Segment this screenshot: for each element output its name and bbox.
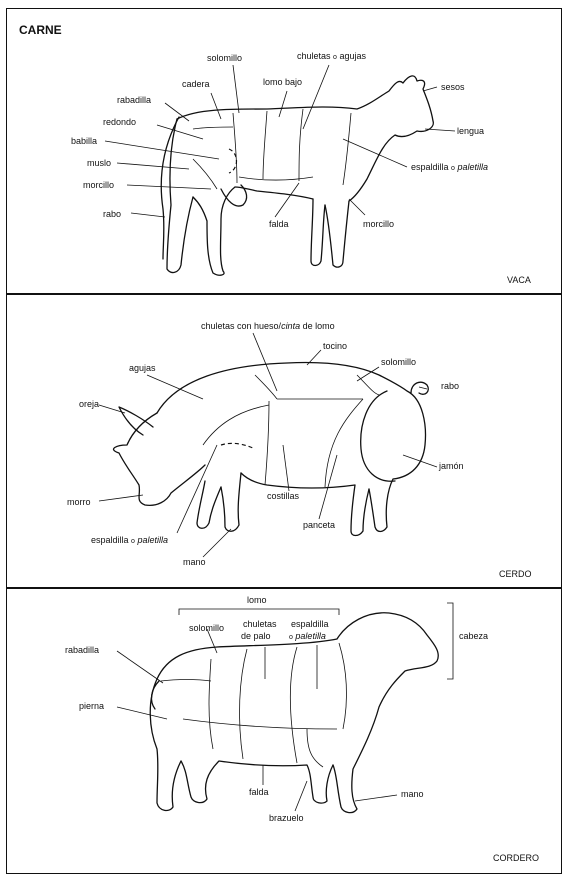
- label-cordero-espaldilla: espaldilla: [291, 619, 329, 629]
- label-cerdo-tocino: tocino: [323, 341, 348, 351]
- label-vaca-morcillo-delantero: morcillo: [363, 219, 395, 229]
- label-vaca-espaldilla-paletilla: espaldilla o paletilla: [411, 162, 488, 172]
- label-cordero-cabeza: cabeza: [459, 631, 489, 641]
- lamb-tail: [150, 680, 160, 710]
- label-cerdo: CERDO: [499, 569, 532, 579]
- label-vaca: VACA: [507, 275, 531, 285]
- cow-body-outline: [176, 75, 434, 202]
- panel-cordero: lomo solomillo chuletas de palo espaldil…: [6, 588, 562, 874]
- label-cordero-rabadilla: rabadilla: [65, 645, 100, 655]
- label-vaca-chuletas-agujas: chuletas o agujas: [297, 51, 366, 61]
- pig-tail: [410, 381, 429, 395]
- label-cerdo-solomillo: solomillo: [381, 357, 417, 367]
- cow-drawing: [104, 64, 456, 276]
- label-vaca-sesos: sesos: [441, 82, 465, 92]
- cow-tail: [160, 116, 180, 260]
- label-cordero-mano: mano: [401, 789, 424, 799]
- lomo-bracket: [178, 608, 340, 615]
- lamb-drawing: [116, 602, 454, 814]
- label-cordero-lomo: lomo: [247, 595, 267, 605]
- pig-ham: [360, 390, 396, 482]
- panel-cerdo: chuletas con hueso/cinta de lomo tocino …: [6, 294, 562, 588]
- meat-cuts-page: CARNE: [6, 8, 562, 874]
- label-cerdo-mano: mano: [183, 557, 206, 567]
- label-vaca-rabo: rabo: [103, 209, 122, 219]
- label-cordero: CORDERO: [493, 853, 540, 863]
- cabeza-bracket: [447, 602, 454, 680]
- label-cerdo-chuletas-hueso: chuletas con hueso/cinta de lomo: [201, 321, 335, 331]
- pig-ear: [118, 406, 154, 436]
- pig-body-outline: [156, 361, 427, 533]
- label-vaca-agujas: agujas: [339, 51, 366, 61]
- label-cerdo-espaldilla-paletilla: espaldilla o paletilla: [91, 535, 168, 545]
- label-vaca-morcillo-trasero: morcillo: [83, 180, 115, 190]
- page-title: CARNE: [19, 23, 62, 37]
- label-vaca-rabadilla: rabadilla: [117, 95, 152, 105]
- label-vaca-lomo-bajo: lomo bajo: [263, 77, 303, 87]
- label-cordero-de-palo: de palo: [241, 631, 271, 641]
- label-cerdo-costillas: costillas: [267, 491, 300, 501]
- label-cerdo-jamon: jamón: [439, 461, 464, 471]
- panel-vaca: CARNE: [6, 8, 562, 294]
- label-vaca-solomillo: solomillo: [207, 53, 243, 63]
- label-cerdo-morro: morro: [67, 497, 91, 507]
- label-cordero-solomillo: solomillo: [189, 623, 225, 633]
- label-cerdo-panceta: panceta: [303, 520, 336, 530]
- pig-head: [112, 412, 206, 507]
- label-cerdo-oreja: oreja: [79, 399, 100, 409]
- lamb-body-outline: [156, 612, 439, 814]
- pig-drawing: [98, 332, 438, 558]
- label-cerdo-agujas: agujas: [129, 363, 156, 373]
- label-cordero-falda: falda: [249, 787, 269, 797]
- cow-udder: [220, 184, 248, 207]
- label-vaca-falda: falda: [269, 219, 289, 229]
- label-vaca-muslo: muslo: [87, 158, 112, 168]
- label-cordero-paletilla: o paletilla: [289, 631, 326, 641]
- label-vaca-cadera: cadera: [182, 79, 210, 89]
- label-cerdo-rabo: rabo: [441, 381, 460, 391]
- label-vaca-lengua: lengua: [457, 126, 485, 136]
- label-vaca-babilla: babilla: [71, 136, 98, 146]
- label-vaca-chuletas: chuletas: [297, 51, 331, 61]
- label-vaca-redondo: redondo: [103, 117, 137, 127]
- label-cordero-brazuelo: brazuelo: [269, 813, 304, 823]
- label-cordero-pierna: pierna: [79, 701, 105, 711]
- label-cordero-chuletas: chuletas: [243, 619, 277, 629]
